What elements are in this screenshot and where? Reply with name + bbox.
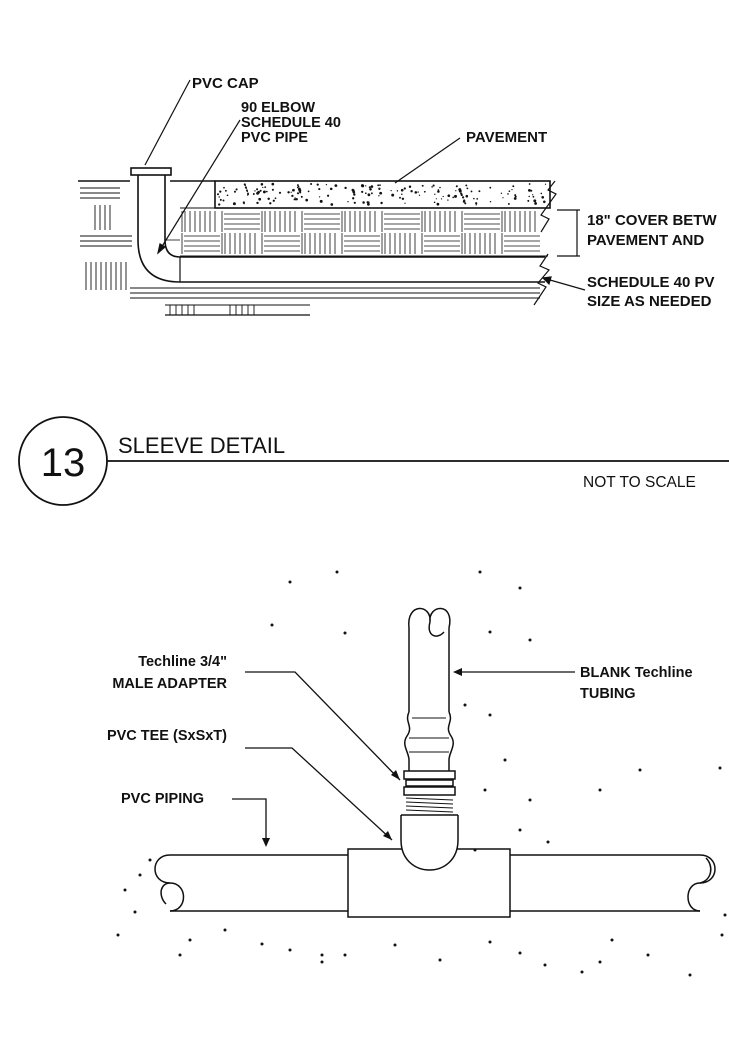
male-adapter — [403, 770, 456, 813]
soil-hatch-left — [80, 187, 132, 290]
scale-note: NOT TO SCALE — [583, 474, 696, 491]
detail-title: SLEEVE DETAIL — [118, 433, 285, 458]
label-adapter-line1: Techline 3/4" — [138, 654, 227, 670]
leader-pvc-piping — [232, 798, 267, 845]
elbow-shape — [137, 239, 181, 283]
label-cover-line1: 18" COVER BETW — [587, 212, 717, 229]
pvc-cap-shape — [130, 167, 172, 176]
soil-hatch-basket — [181, 211, 540, 254]
pavement-aggregate — [216, 182, 547, 206]
break-line-lower — [533, 253, 550, 306]
label-pvc-cap: PVC CAP — [192, 75, 259, 92]
label-tubing-line1: BLANK Techline — [580, 665, 693, 681]
soil-stipple — [116, 570, 727, 977]
label-elbow-line2: SCHEDULE 40 — [241, 115, 341, 131]
break-line-upper — [540, 180, 557, 233]
soil-hatch-cover — [180, 207, 548, 257]
label-schedule-line2: SIZE AS NEEDED — [587, 293, 712, 310]
label-schedule-line1: SCHEDULE 40 PV — [587, 274, 715, 291]
label-pavement: PAVEMENT — [466, 129, 547, 146]
sleeve-detail-drawing — [78, 79, 586, 316]
label-pvc-tee: PVC TEE (SxSxT) — [107, 728, 227, 744]
techline-detail-drawing — [154, 607, 716, 918]
blank-tubing — [404, 607, 454, 771]
label-tubing-line2: TUBING — [580, 686, 636, 702]
label-pvc-piping: PVC PIPING — [121, 791, 204, 807]
label-cover-line2: PAVEMENT AND — [587, 232, 704, 249]
leader-male-adapter — [245, 671, 401, 781]
soil-hatch-bottom — [130, 287, 540, 316]
pvc-tee-outlet — [400, 815, 459, 871]
pavement-slab — [214, 180, 551, 209]
leader-pvc-cap — [144, 79, 191, 166]
detail-number: 13 — [41, 441, 86, 485]
label-elbow-line1: 90 ELBOW — [241, 100, 315, 116]
label-elbow-line3: PVC PIPE — [241, 130, 308, 146]
leader-pvc-tee — [245, 747, 393, 841]
leader-elbow — [157, 119, 241, 254]
detail-title-block: 13 SLEEVE DETAIL NOT TO SCALE — [18, 416, 729, 506]
leader-pavement — [394, 137, 461, 184]
label-adapter-line2: MALE ADAPTER — [112, 676, 227, 692]
